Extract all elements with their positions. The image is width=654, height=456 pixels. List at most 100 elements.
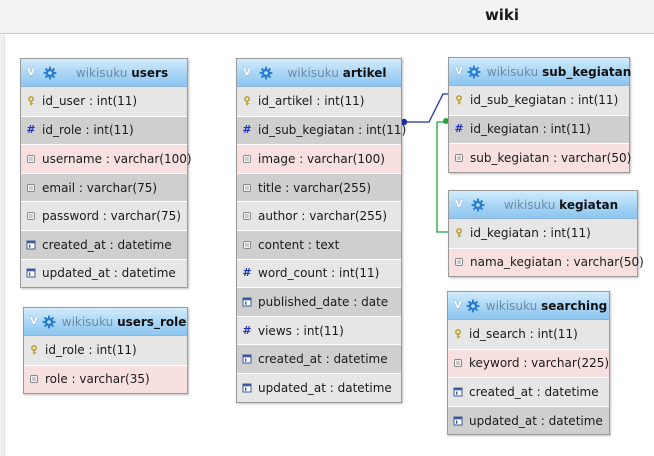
column-row[interactable]: nama_kegiatan : varchar(50)	[449, 247, 644, 277]
datetime-type-icon	[242, 354, 252, 364]
gear-icon[interactable]	[43, 66, 57, 80]
column-row[interactable]: updated_at : datetime	[21, 258, 187, 288]
collapse-chevron-icon[interactable]: V	[243, 67, 251, 78]
database-name: wikisuku	[503, 197, 556, 212]
column-row[interactable]: published_date : date	[237, 287, 401, 316]
text-type-icon	[242, 183, 252, 193]
column-row[interactable]: author : varchar(255)	[237, 201, 401, 230]
table-header[interactable]: V wikisuku searching	[448, 292, 609, 320]
table-kegiatan[interactable]: V wikisuku kegiatan id_kegiatan : int(11…	[448, 190, 644, 278]
collapse-chevron-icon[interactable]: V	[455, 199, 463, 210]
column-row[interactable]: created_at : datetime	[237, 344, 401, 373]
column-label: id_search : int(11)	[469, 327, 578, 342]
table-users[interactable]: V wikisuku users id_user : int(11) # id_ro…	[20, 58, 192, 289]
table-header[interactable]: V wikisuku artikel	[237, 59, 401, 87]
gear-icon[interactable]	[471, 198, 485, 212]
column-label: id_kegiatan : int(11)	[470, 226, 591, 241]
column-label: created_at : datetime	[258, 352, 388, 367]
database-name: wikisuku	[287, 65, 339, 80]
column-row[interactable]: id_sub_kegiatan : int(11)	[449, 86, 629, 115]
column-label: password : varchar(75)	[42, 209, 181, 224]
column-label: created_at : datetime	[469, 384, 599, 399]
table-name: sub_kegiatan	[542, 64, 632, 79]
column-list: id_role : int(11)role : varchar(35)	[24, 336, 187, 394]
gear-icon[interactable]	[466, 299, 480, 313]
column-row[interactable]: email : varchar(75)	[21, 172, 187, 202]
table-name: kegiatan	[559, 197, 619, 212]
column-label: id_sub_kegiatan : int(11)	[470, 93, 619, 108]
integer-type-icon: #	[242, 323, 252, 337]
column-label: updated_at : datetime	[469, 413, 603, 428]
gear-icon[interactable]	[42, 315, 56, 329]
column-row[interactable]: # id_role : int(11)	[21, 115, 187, 145]
column-row[interactable]: content : text	[237, 229, 401, 259]
collapse-chevron-icon[interactable]: V	[455, 66, 463, 77]
column-row[interactable]: role : varchar(35)	[24, 364, 187, 394]
integer-type-icon: #	[242, 266, 252, 280]
primary-key-icon	[26, 96, 36, 106]
column-row[interactable]: #id_kegiatan : int(11)	[449, 114, 629, 144]
database-name: wikisuku	[486, 64, 539, 79]
column-row[interactable]: id_user : int(11)	[21, 87, 187, 116]
table-sub-kegiatan[interactable]: V wikisuku sub_kegiatan id_sub_kegiatan …	[448, 57, 632, 173]
text-type-icon	[29, 374, 39, 384]
database-title: wiki	[484, 6, 520, 24]
column-row[interactable]: keyword : varchar(225)	[448, 348, 610, 378]
table-header[interactable]: V wikisuku users	[21, 59, 187, 87]
collapse-chevron-icon[interactable]: V	[27, 67, 35, 78]
table-header[interactable]: V wikisuku sub_kegiatan	[449, 58, 632, 86]
text-type-icon	[242, 154, 252, 164]
column-list: id_sub_kegiatan : int(11) #id_kegiatan : …	[449, 86, 632, 172]
text-type-icon	[26, 183, 36, 193]
column-label: sub_kegiatan : varchar(50)	[470, 150, 632, 165]
column-row[interactable]: created_at : datetime	[448, 377, 609, 406]
datetime-type-icon	[26, 268, 36, 278]
primary-key-icon	[454, 228, 464, 238]
column-list: id_artikel : int(11)#id_sub_kegiatan : i…	[237, 87, 406, 402]
primary-key-icon	[453, 329, 463, 339]
column-label: id_user : int(11)	[42, 94, 138, 109]
column-label: id_role : int(11)	[42, 123, 134, 138]
column-row[interactable]: created_at : datetime	[21, 229, 187, 259]
table-header[interactable]: V wikisuku users_role	[24, 308, 187, 336]
column-row[interactable]: updated_at : datetime	[448, 405, 609, 435]
column-row[interactable]: #views : int(11)	[237, 315, 401, 345]
column-row[interactable]: id_role : int(11)	[24, 336, 187, 365]
column-list: id_search : int(11) keyword : varchar(225…	[448, 320, 610, 435]
primary-key-icon	[29, 345, 39, 355]
column-row[interactable]: image : varchar(100)	[237, 144, 401, 173]
column-row[interactable]: title : varchar(255)	[237, 172, 401, 202]
table-artikel[interactable]: V wikisuku artikel id_artikel : int(11)#…	[236, 58, 406, 403]
collapse-chevron-icon[interactable]: V	[30, 316, 38, 327]
column-label: word_count : int(11)	[258, 266, 380, 281]
column-row[interactable]: id_artikel : int(11)	[237, 87, 401, 116]
column-label: keyword : varchar(225)	[469, 356, 610, 371]
integer-type-icon: #	[26, 123, 36, 137]
gear-icon[interactable]	[467, 65, 481, 79]
column-label: username : varchar(100)	[42, 151, 192, 166]
column-list: id_kegiatan : int(11) nama_kegiatan : var…	[449, 219, 644, 277]
column-row[interactable]: #id_sub_kegiatan : int(11)	[237, 115, 406, 145]
table-searching[interactable]: V wikisuku searching id_search : int(11)…	[447, 291, 610, 436]
column-row[interactable]: # word_count : int(11)	[237, 258, 401, 288]
column-row[interactable]: id_search : int(11)	[448, 320, 609, 349]
column-label: nama_kegiatan : varchar(50)	[470, 255, 644, 270]
column-row[interactable]: username : varchar(100)	[21, 144, 192, 173]
column-row[interactable]: sub_kegiatan : varchar(50)	[449, 143, 632, 172]
table-name: users_role	[117, 314, 187, 329]
column-row[interactable]: password : varchar(75)	[21, 201, 187, 230]
canvas-left-edge	[0, 35, 5, 456]
column-label: updated_at : datetime	[42, 266, 176, 281]
table-header[interactable]: V wikisuku kegiatan	[449, 191, 637, 219]
primary-key-icon	[454, 95, 464, 105]
gear-icon[interactable]	[259, 66, 273, 80]
table-name: artikel	[342, 65, 387, 80]
table-users-role[interactable]: V wikisuku users_role id_role : int(11)r…	[23, 307, 188, 395]
column-list: id_user : int(11) # id_role : int(11) usern…	[21, 87, 192, 288]
text-type-icon	[242, 211, 252, 221]
column-row[interactable]: updated_at : datetime	[237, 372, 401, 402]
designer-toolbar: wiki	[0, 0, 654, 34]
integer-type-icon: #	[242, 123, 252, 137]
column-row[interactable]: id_kegiatan : int(11)	[449, 219, 637, 248]
collapse-chevron-icon[interactable]: V	[454, 300, 462, 311]
